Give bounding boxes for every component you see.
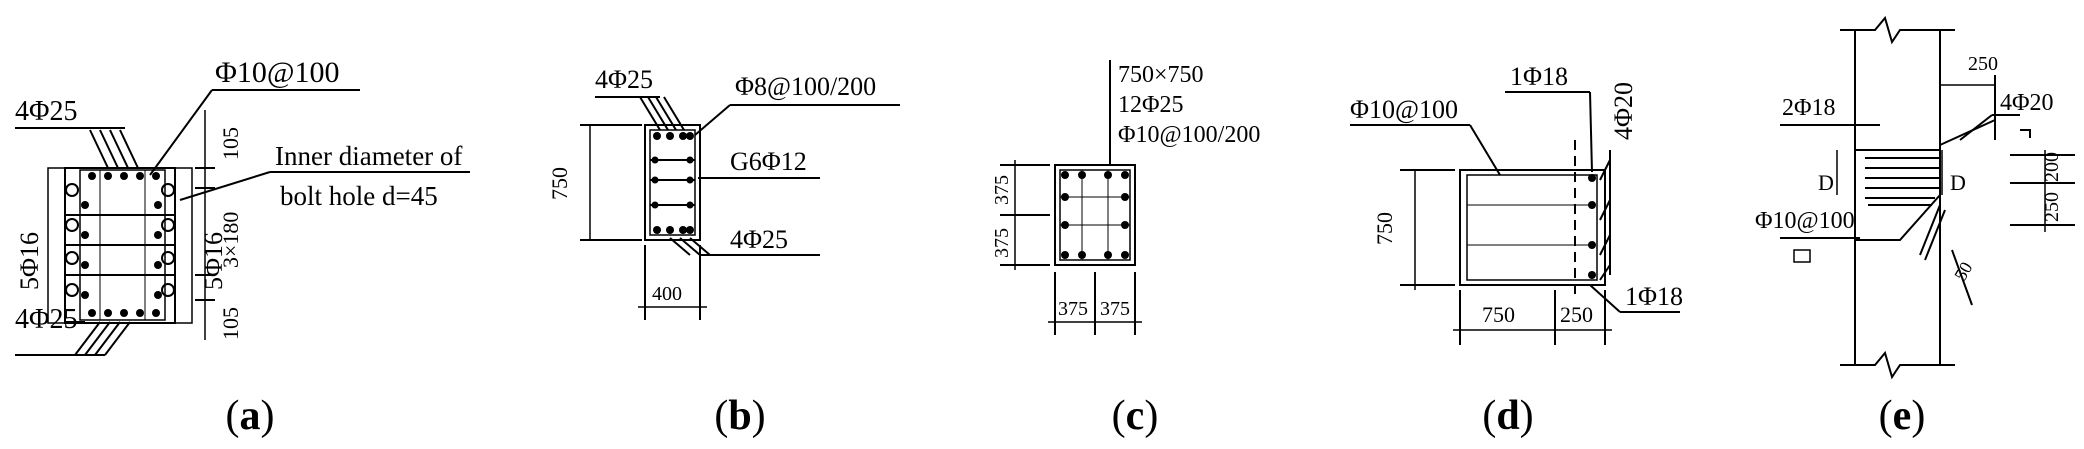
- label-c-stirrup: Φ10@100/200: [1118, 122, 1260, 148]
- label-d-top-bar: 1Φ18: [1510, 62, 1568, 91]
- column-outline-c: [1054, 164, 1136, 266]
- dim-e-250-side: 250: [2041, 192, 2063, 222]
- dim-e-200: 200: [2041, 152, 2063, 182]
- caption-a: (a): [225, 393, 275, 439]
- label-a-bottom-bars: 4Φ25: [15, 304, 77, 335]
- dim-a-mid: 3×180: [218, 212, 243, 268]
- dim-c-left-top: 375: [991, 175, 1013, 205]
- panel-c: 750×750 12Φ25 Φ10@100/200 375 375 375 37…: [950, 0, 1350, 449]
- label-b-bottom-bars: 4Φ25: [730, 225, 788, 254]
- dim-d-height: 750: [1372, 212, 1397, 245]
- label-a-stirrup: Φ10@100: [215, 56, 340, 89]
- dim-e-250-top: 250: [1968, 53, 1998, 75]
- label-b-stirrup: Φ8@100/200: [735, 72, 876, 101]
- dim-e-50: 50: [1950, 258, 1976, 284]
- label-e-bars-right: 4Φ20: [2000, 90, 2054, 116]
- label-e-stirrup: Φ10@100: [1755, 208, 1855, 234]
- label-a-top-bars: 4Φ25: [15, 96, 77, 127]
- panel-a: 4Φ25 4Φ25 Φ10@100 Inner diameter of bolt…: [0, 0, 500, 449]
- drawing-e: 250 4Φ20 2Φ18 D D 200 250 Φ10@100 50: [1755, 15, 2075, 380]
- label-b-side-bars: G6Φ12: [730, 147, 807, 176]
- label-a-right-side: 5Φ16: [199, 232, 228, 290]
- dim-b-width: 400: [652, 283, 682, 305]
- drawing-d: Φ10@100 1Φ18 4Φ20 1Φ18 750 750 250: [1350, 62, 1683, 345]
- drawing-a: 4Φ25 4Φ25 Φ10@100 Inner diameter of bolt…: [15, 56, 470, 356]
- label-d-stirrup: Φ10@100: [1350, 95, 1458, 124]
- label-d-bottom-bar: 1Φ18: [1625, 282, 1683, 311]
- drawing-c: 750×750 12Φ25 Φ10@100/200 375 375 375 37…: [991, 60, 1260, 335]
- dim-c-left-bottom: 375: [991, 228, 1013, 258]
- label-b-top-bars: 4Φ25: [595, 65, 653, 94]
- dim-d-width: 750: [1482, 302, 1515, 327]
- label-e-section-left: D: [1818, 170, 1834, 195]
- label-d-vertical-bars: 4Φ20: [1609, 82, 1638, 140]
- beam-outline-d: [1459, 169, 1606, 286]
- panel-b: 4Φ25 Φ8@100/200 G6Φ12 4Φ25 750 400 (b): [520, 0, 920, 449]
- caption-b: (b): [714, 393, 766, 439]
- panel-d: Φ10@100 1Φ18 4Φ20 1Φ18 750 750 250 (d): [1330, 0, 1710, 449]
- caption-d: (d): [1482, 393, 1534, 439]
- dim-a-bottom: 105: [218, 307, 243, 340]
- dim-a-top: 105: [218, 127, 243, 160]
- dim-c-bottom-left: 375: [1058, 298, 1088, 320]
- panel-e: 250 4Φ20 2Φ18 D D 200 250 Φ10@100 50 (e): [1700, 0, 2084, 449]
- label-c-bars: 12Φ25: [1118, 92, 1184, 118]
- caption-c: (c): [1111, 393, 1159, 439]
- label-a-hole-note-1: Inner diameter of: [275, 141, 462, 171]
- dim-d-width-right: 250: [1560, 302, 1593, 327]
- label-a-hole-note-2: bolt hole d=45: [280, 181, 438, 211]
- label-c-size: 750×750: [1118, 62, 1204, 88]
- label-e-section-right: D: [1950, 170, 1966, 195]
- caption-e: (e): [1878, 393, 1926, 439]
- dim-c-bottom-right: 375: [1100, 298, 1130, 320]
- dim-b-height: 750: [547, 167, 572, 200]
- label-e-bars-left: 2Φ18: [1782, 95, 1836, 121]
- drawing-b: 4Φ25 Φ8@100/200 G6Φ12 4Φ25 750 400: [547, 65, 900, 320]
- label-a-left-side: 5Φ16: [15, 232, 44, 290]
